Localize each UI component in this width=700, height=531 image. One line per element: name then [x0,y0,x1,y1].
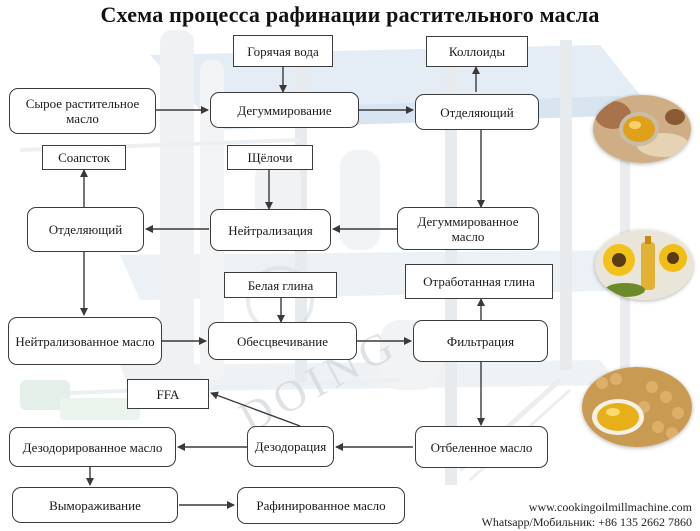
neutralization-box: Нейтрализация [210,209,331,251]
refined-oil-box: Рафинированное масло [237,487,405,524]
page-title: Схема процесса рафинации растительного м… [100,2,600,27]
raw-oil-box: Сырое растительное масло [9,88,156,134]
degummed-oil-label: Дегуммированное масло [417,213,519,244]
colloids-label: Коллоиды [448,44,506,59]
winterization-label: Вымораживание [49,497,141,513]
ffa-label: FFA [156,386,180,402]
neutralization-label: Нейтрализация [228,222,313,238]
degumming-label: Дегуммирование [237,102,332,118]
separator-1-box: Отделяющий [415,94,539,130]
deodorized-oil-label: Дезодорированное масло [22,439,163,455]
soapstock-box: Соапсток [42,145,126,170]
white-clay-box: Белая глина [224,272,337,298]
spent-clay-label: Отработанная глина [423,274,535,289]
separator-2-box: Отделяющий [27,207,144,252]
filtration-label: Фильтрация [446,333,515,349]
ffa-box: FFA [127,379,209,409]
hot-water-box: Горячая вода [233,35,333,67]
separator-2-label: Отделяющий [48,222,123,237]
honey-oil-bowl-photo [593,95,691,163]
filtration-box: Фильтрация [413,320,548,362]
winterization-box: Вымораживание [12,487,178,523]
degummed-oil-box: Дегуммированное масло [397,207,539,250]
separator-1-label: Отделяющий [440,104,514,120]
deodorization-box: Дезодорация [247,426,334,467]
bleached-oil-box: Отбеленное масло [415,426,548,468]
sunflower-oil-photo [595,230,693,300]
bleached-oil-label: Отбеленное масло [430,439,533,455]
website-text: www.cookingoilmillmachine.com [528,500,692,514]
neutralized-oil-label: Нейтрализованное масло [15,333,155,349]
deodorized-oil-box: Дезодорированное масло [9,427,176,467]
soybean-oil-photo [582,367,692,447]
deodorization-label: Дезодорация [254,439,327,454]
bleaching-box: Обесцвечивание [208,322,357,360]
bleaching-label: Обесцвечивание [236,333,329,349]
raw-oil-label: Сырое растительное масло [25,96,140,126]
neutralized-oil-box: Нейтрализованное масло [8,317,162,365]
alkali-label: Щёлочи [247,150,293,165]
hot-water-label: Горячая вода [247,43,319,59]
phone-text: Whatsapp/Мобильник: +86 135 2662 7860 [481,515,692,529]
colloids-box: Коллоиды [426,36,528,67]
refined-oil-label: Рафинированное масло [256,498,386,513]
contact-info: www.cookingoilmillmachine.com Whatsapp/М… [482,500,692,530]
soapstock-label: Соапсток [58,150,110,165]
alkali-box: Щёлочи [227,145,313,170]
spent-clay-box: Отработанная глина [405,264,553,299]
degumming-box: Дегуммирование [210,92,359,128]
white-clay-label: Белая глина [247,277,314,293]
